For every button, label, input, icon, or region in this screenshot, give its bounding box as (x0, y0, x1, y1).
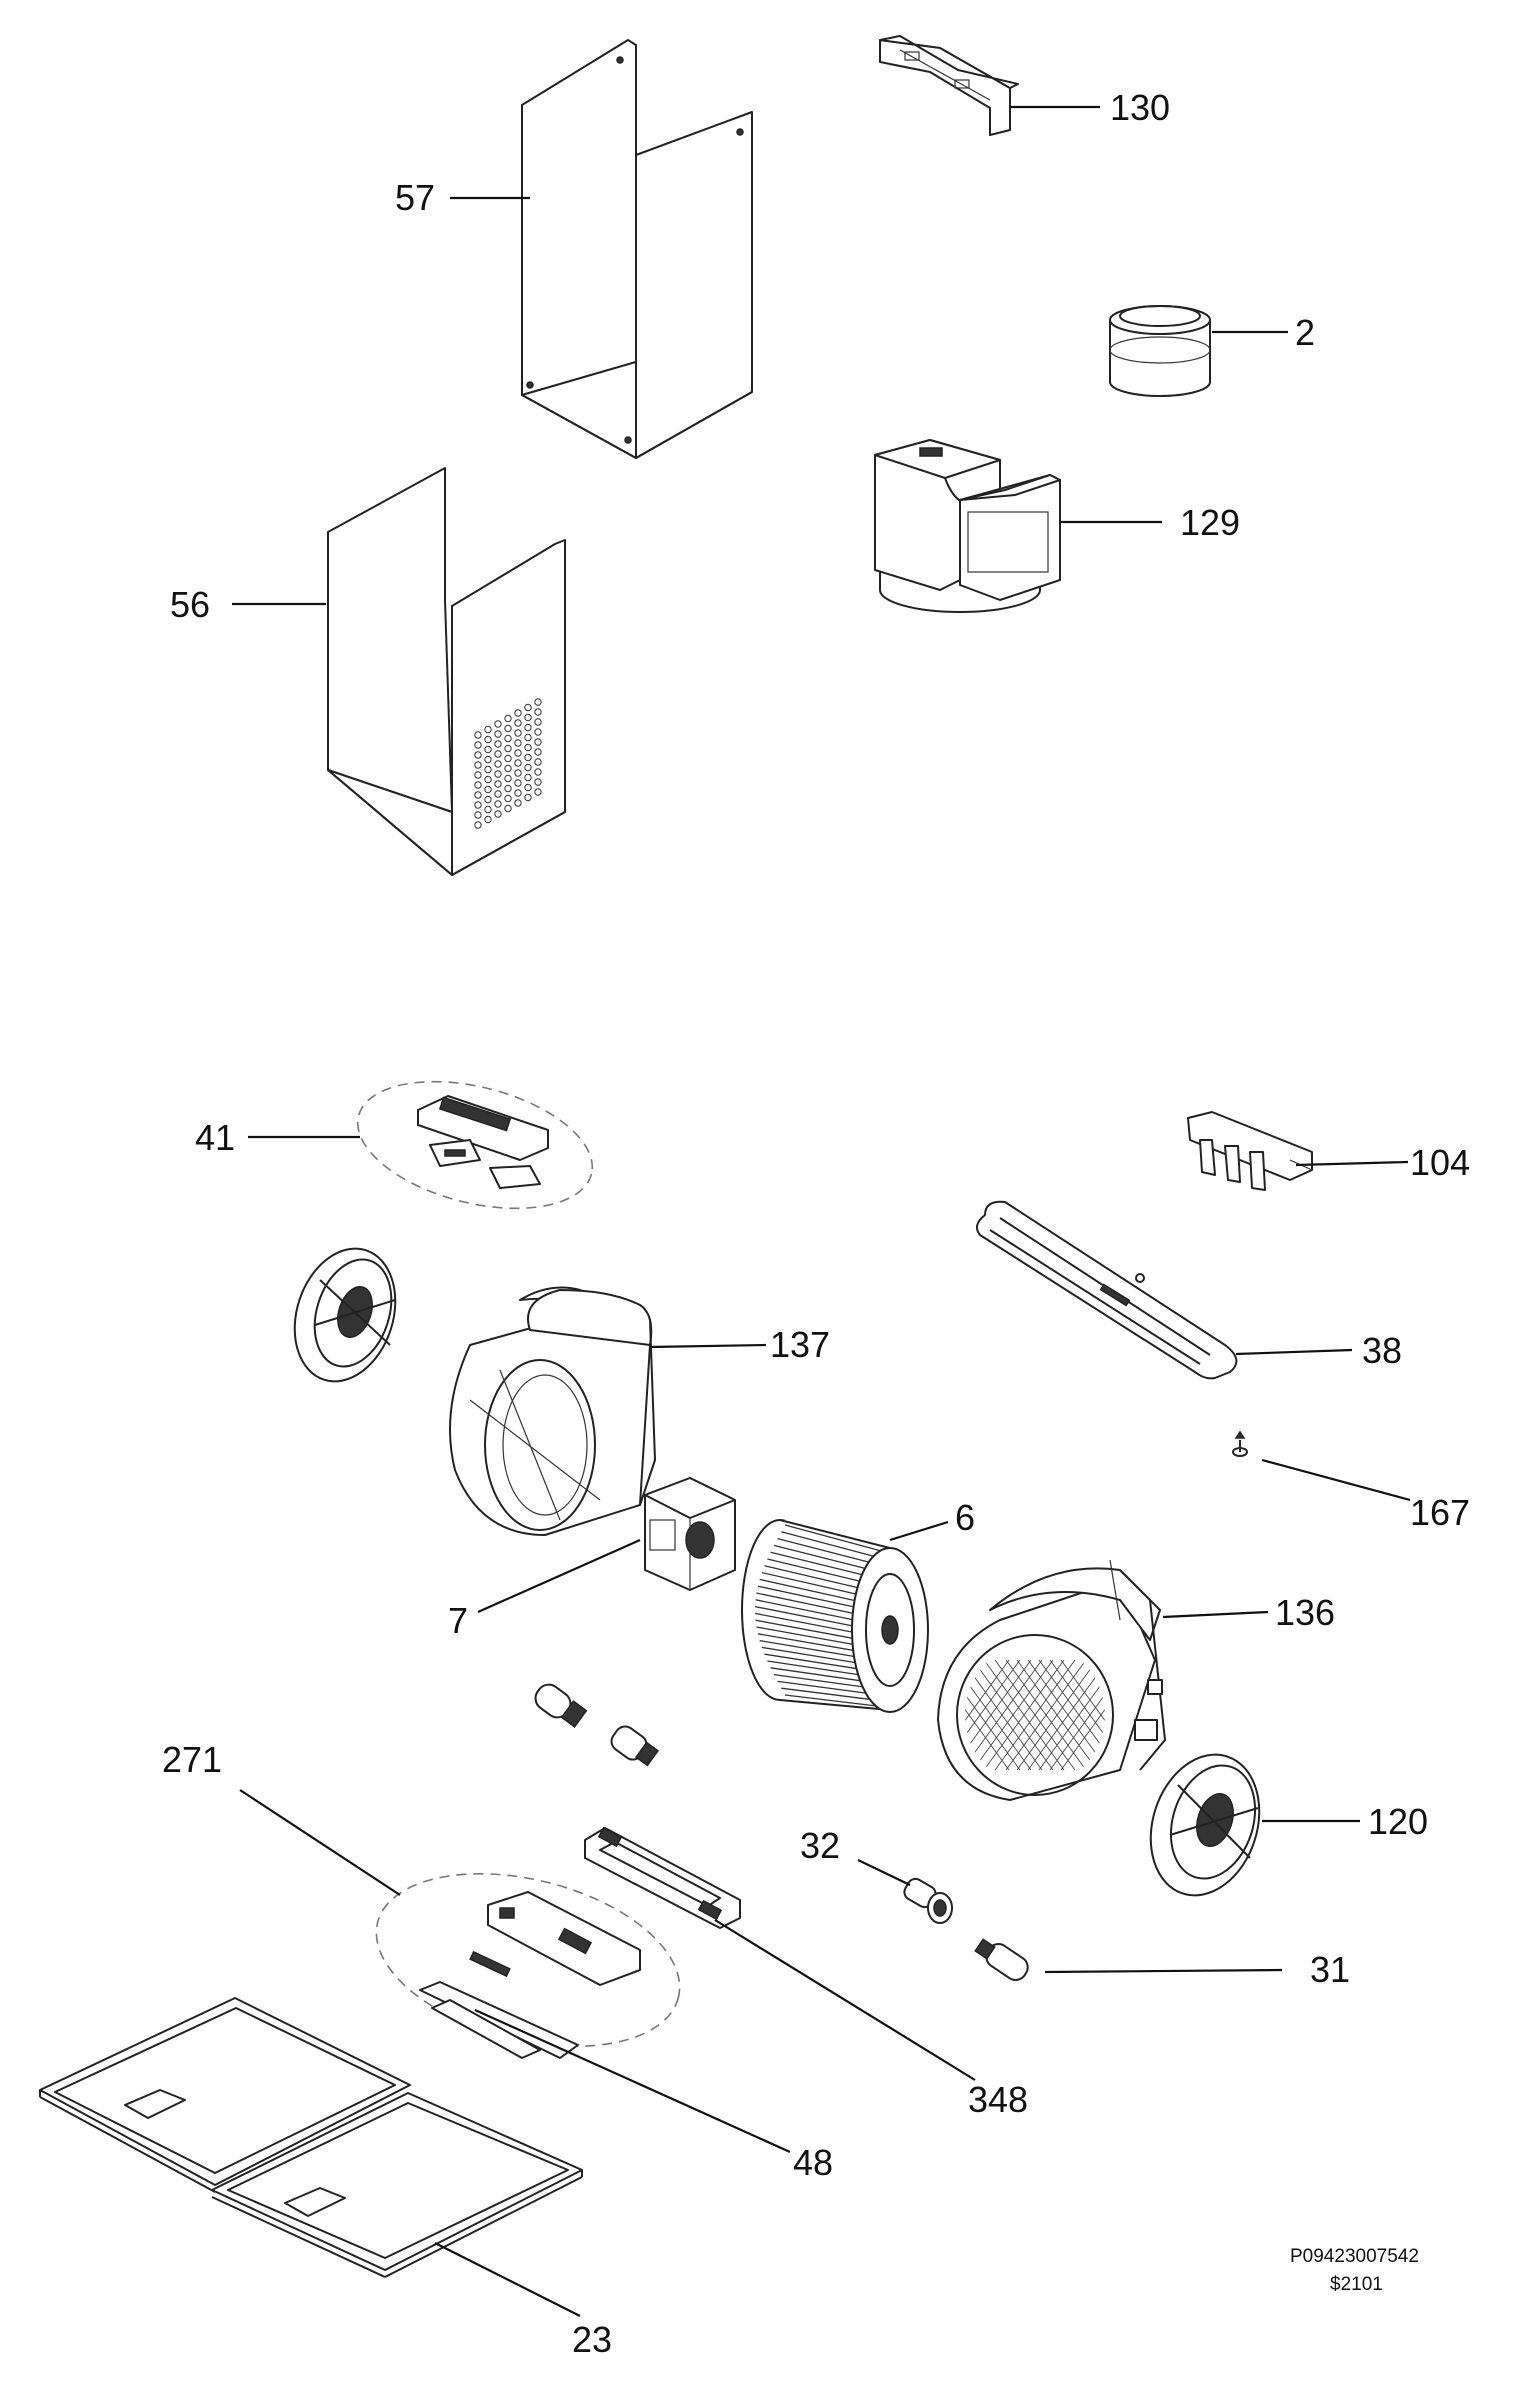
callout-167: 167 (1410, 1492, 1470, 1533)
part-136-right-housing (937, 1559, 1166, 1801)
callout-38: 38 (1362, 1330, 1402, 1371)
leader-348 (714, 1919, 976, 2081)
leader-6 (889, 1520, 949, 1542)
leader-32 (857, 1859, 911, 1886)
part-38-tray (975, 1200, 1238, 1380)
part-348-light-board (584, 1826, 741, 1929)
callout-136: 136 (1275, 1592, 1335, 1633)
part-129-outlet-adapter (874, 439, 1061, 613)
leader-137 (649, 1343, 767, 1349)
housing-grille (965, 1659, 1105, 1771)
left-fan-grille (293, 1247, 397, 1383)
part-56-lower-chimney (327, 467, 566, 876)
impeller-blades (754, 1524, 886, 1708)
callout-41: 41 (195, 1117, 235, 1158)
part-23-grease-filters (39, 1997, 583, 2278)
part-104-clip (1187, 1111, 1313, 1191)
leader-7 (477, 1538, 641, 1614)
part-2-duct-ring (1109, 305, 1211, 397)
part-41-control-board (356, 1080, 594, 1210)
callout-7: 7 (448, 1600, 468, 1641)
part-32-lamp-socket (903, 1877, 953, 1924)
callout-348: 348 (968, 2079, 1028, 2120)
part-130-bracket (879, 35, 1019, 136)
part-57-upper-chimney (521, 39, 753, 459)
callout-6: 6 (955, 1497, 975, 1538)
revision-code: $2101 (1330, 2274, 1383, 2295)
lamp-holder-left (534, 1683, 660, 1767)
leader-31 (1044, 1968, 1283, 1974)
leader-271 (239, 1789, 401, 1896)
callout-130: 130 (1110, 87, 1170, 128)
callout-271: 271 (162, 1739, 222, 1780)
callout-104: 104 (1410, 1142, 1470, 1183)
callout-48: 48 (793, 2142, 833, 2183)
part-7-motor (644, 1477, 736, 1591)
leader-23 (434, 2242, 581, 2317)
callout-23: 23 (572, 2319, 612, 2360)
callout-32: 32 (800, 1825, 840, 1866)
callout-120: 120 (1368, 1801, 1428, 1842)
callout-2: 2 (1295, 312, 1315, 353)
drawing-code: P09423007542 (1290, 2246, 1419, 2267)
callout-56: 56 (170, 584, 210, 625)
leader-136 (1162, 1610, 1269, 1619)
vent-grid (474, 698, 542, 829)
callout-137: 137 (770, 1324, 830, 1365)
callout-57: 57 (395, 177, 435, 218)
leader-167 (1261, 1458, 1411, 1502)
part-31-bulb (974, 1938, 1029, 1981)
part-6-impeller (741, 1519, 929, 1713)
callout-31: 31 (1310, 1949, 1350, 1990)
part-167-screw (1232, 1430, 1248, 1457)
callout-129: 129 (1180, 502, 1240, 543)
leader-48 (474, 2008, 791, 2154)
leader-104 (1295, 1160, 1409, 1167)
leader-38 (1235, 1348, 1353, 1356)
part-120-right-grille (1149, 1753, 1261, 1897)
part-137-left-housing (449, 1286, 656, 1536)
